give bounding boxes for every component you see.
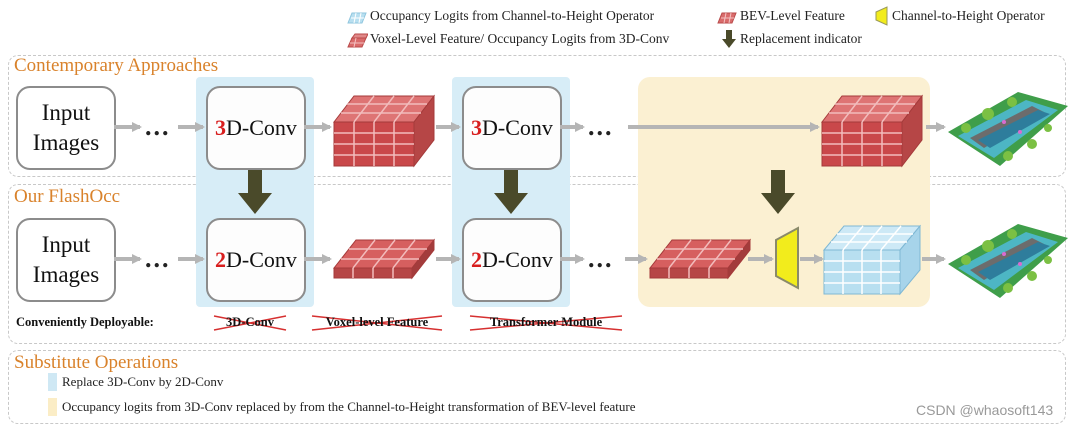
conv-suffix: D-Conv: [482, 247, 553, 272]
legend-voxel-level-feature: Voxel-Level Feature/ Occupancy Logits fr…: [370, 31, 670, 46]
conv3d-node-2: 3D-Conv: [462, 86, 562, 170]
conv-suffix: D-Conv: [226, 115, 297, 140]
bev-feature-slab-icon: [332, 238, 436, 280]
input-label-line1: Input: [41, 232, 91, 257]
voxel-feature-block-icon: [332, 94, 436, 168]
strike-marks: [213, 315, 623, 331]
struck-transformer-label: Transformer Module: [489, 315, 603, 329]
ellipsis-top-2: ...: [588, 112, 614, 141]
substitute-section-box: [8, 350, 1066, 424]
struck-3d-conv-label: 3D-Conv: [226, 315, 274, 329]
bev-feature-slab-icon: [648, 238, 752, 280]
legend-channel-to-height-operator: Channel-to-Height Operator: [892, 8, 1045, 23]
replacement-arrow-icon: [761, 170, 795, 214]
ellipsis-bottom-2: ...: [588, 244, 614, 273]
bev-feature-swatch-icon: [717, 12, 737, 24]
input-label-line1: Input: [41, 100, 91, 125]
occupancy-logits-swatch-icon: [347, 12, 367, 24]
replacement-arrow-icon: [494, 170, 528, 214]
ellipsis-bottom-1: ...: [145, 244, 171, 273]
legend-bev-level-feature: BEV-Level Feature: [740, 8, 845, 23]
voxel-feature-block-icon: [820, 94, 924, 168]
occupancy-logits-block-icon: [822, 224, 922, 296]
conv-suffix: D-Conv: [226, 247, 297, 272]
conv3d-digit: 3: [471, 115, 483, 140]
input-label-line2: Images: [32, 130, 100, 155]
conv-suffix: D-Conv: [482, 115, 553, 140]
legend-replacement-indicator: Replacement indicator: [740, 31, 862, 46]
ellipsis-top-1: ...: [145, 112, 171, 141]
conv2d-node-2: 2D-Conv: [462, 218, 562, 302]
yellow-substitute-swatch: [48, 398, 57, 416]
channel-to-height-operator-icon: [775, 226, 799, 290]
channel-to-height-swatch-icon: [875, 6, 888, 26]
replacement-arrow-swatch-icon: [722, 30, 736, 48]
occupancy-logits-replaced-text: Occupancy logits from 3D-Conv replaced b…: [62, 399, 636, 414]
input-label-line2: Images: [32, 262, 100, 287]
blue-substitute-swatch: [48, 373, 57, 391]
replace-3d-conv-text: Replace 3D-Conv by 2D-Conv: [62, 374, 224, 389]
voxel-feature-swatch-icon: [347, 33, 368, 48]
struck-voxel-feature-label: Voxel-level Feature: [325, 315, 429, 329]
legend: Occupancy Logits from Channel-to-Height …: [340, 6, 1045, 50]
replacement-arrow-icon: [238, 170, 272, 214]
conv2d-digit: 2: [471, 247, 483, 272]
substitute-operations-title: Substitute Operations: [14, 352, 179, 373]
conv2d-digit: 2: [215, 247, 227, 272]
occupancy-scene-icon: [948, 224, 1068, 298]
conveniently-deployable-label: Conveniently Deployable:: [16, 315, 154, 329]
conv2d-node-1: 2D-Conv: [206, 218, 306, 302]
occupancy-scene-icon: [948, 92, 1068, 166]
conv3d-digit: 3: [215, 115, 227, 140]
contemporary-approaches-title: Contemporary Approaches: [14, 55, 219, 76]
csdn-watermark: CSDN @whaosoft143: [916, 402, 1054, 418]
legend-occupancy-logits-c2h: Occupancy Logits from Channel-to-Height …: [370, 8, 655, 23]
our-flashocc-title: Our FlashOcc: [14, 186, 121, 207]
